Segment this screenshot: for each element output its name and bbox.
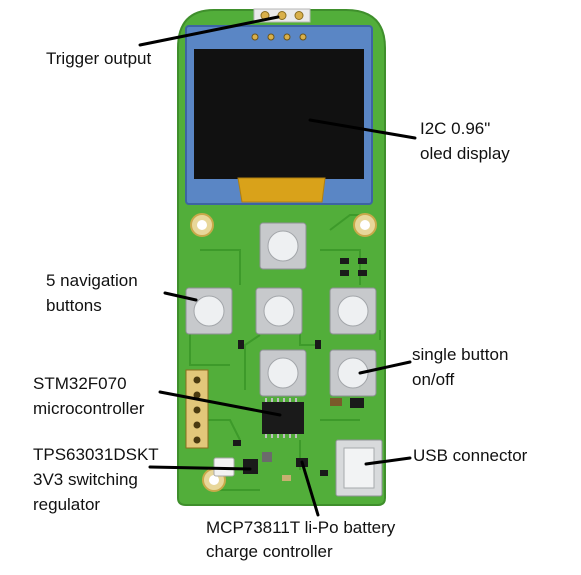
- nav-button-down: [259, 349, 307, 397]
- label-single-line2: on/off: [412, 370, 455, 389]
- nav-button-center: [255, 287, 303, 335]
- oled-display: [185, 25, 373, 205]
- label-usb: USB connector: [413, 446, 528, 465]
- label-regulator-line1: TPS63031DSKT: [33, 445, 159, 464]
- label-nav-line2: buttons: [46, 296, 102, 315]
- line-usb: [364, 456, 412, 466]
- label-regulator-line3: regulator: [33, 495, 101, 514]
- nav-button-up: [259, 222, 307, 270]
- line-nav: [163, 291, 198, 302]
- label-charger-line2: charge controller: [206, 542, 333, 561]
- stm32-chip: [262, 398, 304, 438]
- usb-connector: [335, 439, 383, 497]
- label-oled-line2: oled display: [420, 144, 510, 163]
- power-button: [329, 349, 377, 397]
- oled-header-pins: [251, 33, 307, 41]
- nav-button-left: [185, 287, 233, 335]
- line-single: [358, 360, 412, 375]
- label-oled-line1: I2C 0.96": [420, 119, 491, 138]
- label-charger-line1: MCP73811T li-Po battery: [206, 518, 396, 537]
- navigation-buttons: [185, 222, 377, 397]
- smd-components: [233, 258, 367, 476]
- label-mcu-line2: microcontroller: [33, 399, 145, 418]
- line-mcu: [158, 390, 282, 417]
- line-trigger: [138, 15, 280, 47]
- nav-button-right: [329, 287, 377, 335]
- label-trigger-output: Trigger output: [46, 49, 152, 68]
- label-nav-line1: 5 navigation: [46, 271, 138, 290]
- callout-lines: [138, 15, 417, 517]
- line-reg: [148, 465, 252, 471]
- label-mcu-line1: STM32F070: [33, 374, 127, 393]
- line-charger: [300, 460, 320, 517]
- label-single-line1: single button: [412, 345, 509, 364]
- line-oled: [308, 118, 417, 140]
- side-header: [185, 369, 209, 449]
- label-regulator-line2: 3V3 switching: [33, 470, 138, 489]
